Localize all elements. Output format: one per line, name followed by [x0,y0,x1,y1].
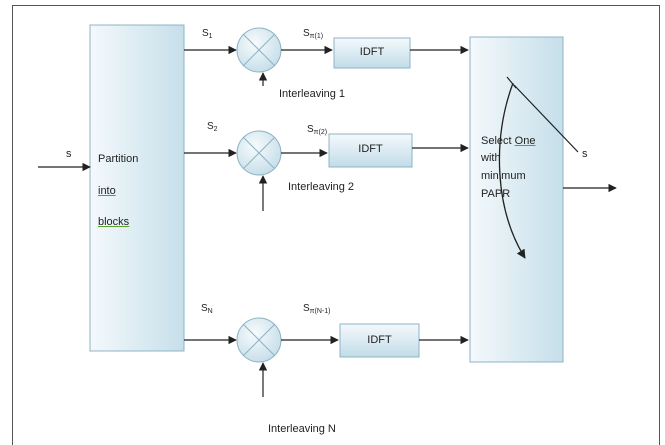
branch2-idft-box [328,133,413,168]
input-label: s [66,148,72,160]
diagram-canvas [38,24,617,397]
branchN-interleave-label: Interleaving N [268,423,336,435]
branch2-x-b [242,136,276,170]
branchN-out-signal: Sπ(N-1) [303,303,331,315]
branch2-in-signal: S2 [207,121,218,133]
select-text-1-span: Select One [481,135,536,147]
branch1-idft-label: IDFT [359,46,385,58]
branch1-x-b [242,33,276,67]
select-text-4: PAPR [481,188,511,200]
branch1-interleave-label: Interleaving 1 [279,88,346,100]
partition-text-2: into [98,185,116,197]
partition-text-1: Partition [98,153,139,165]
select-text-1: Select One [481,135,535,147]
partition-text-3: blocks [98,216,130,228]
output-label: s [582,148,588,160]
branch1-idft-box [333,37,411,69]
branch2-idft-label: IDFT [358,143,383,155]
branch2-out-signal: Sπ(2) [307,124,328,136]
selector-switch-line [513,84,579,153]
select-text-2: with [481,152,501,164]
branch1-out-signal: Sπ(1) [303,28,324,40]
branchN-x-b [242,323,276,357]
selector-curve [498,82,526,259]
select-block [469,36,564,363]
diagram-frame [12,5,660,445]
branchN-idft-label: IDFT [367,334,392,346]
branchN-in-signal: SN [201,303,213,315]
partition-block [89,24,185,352]
select-text-3: minimum [481,170,526,182]
branch2-interleave-label: Interleaving 2 [288,181,355,193]
branch1-in-signal: S1 [202,28,213,40]
select-one-underlined: One [514,135,536,147]
branchN-idft-box [339,323,420,358]
